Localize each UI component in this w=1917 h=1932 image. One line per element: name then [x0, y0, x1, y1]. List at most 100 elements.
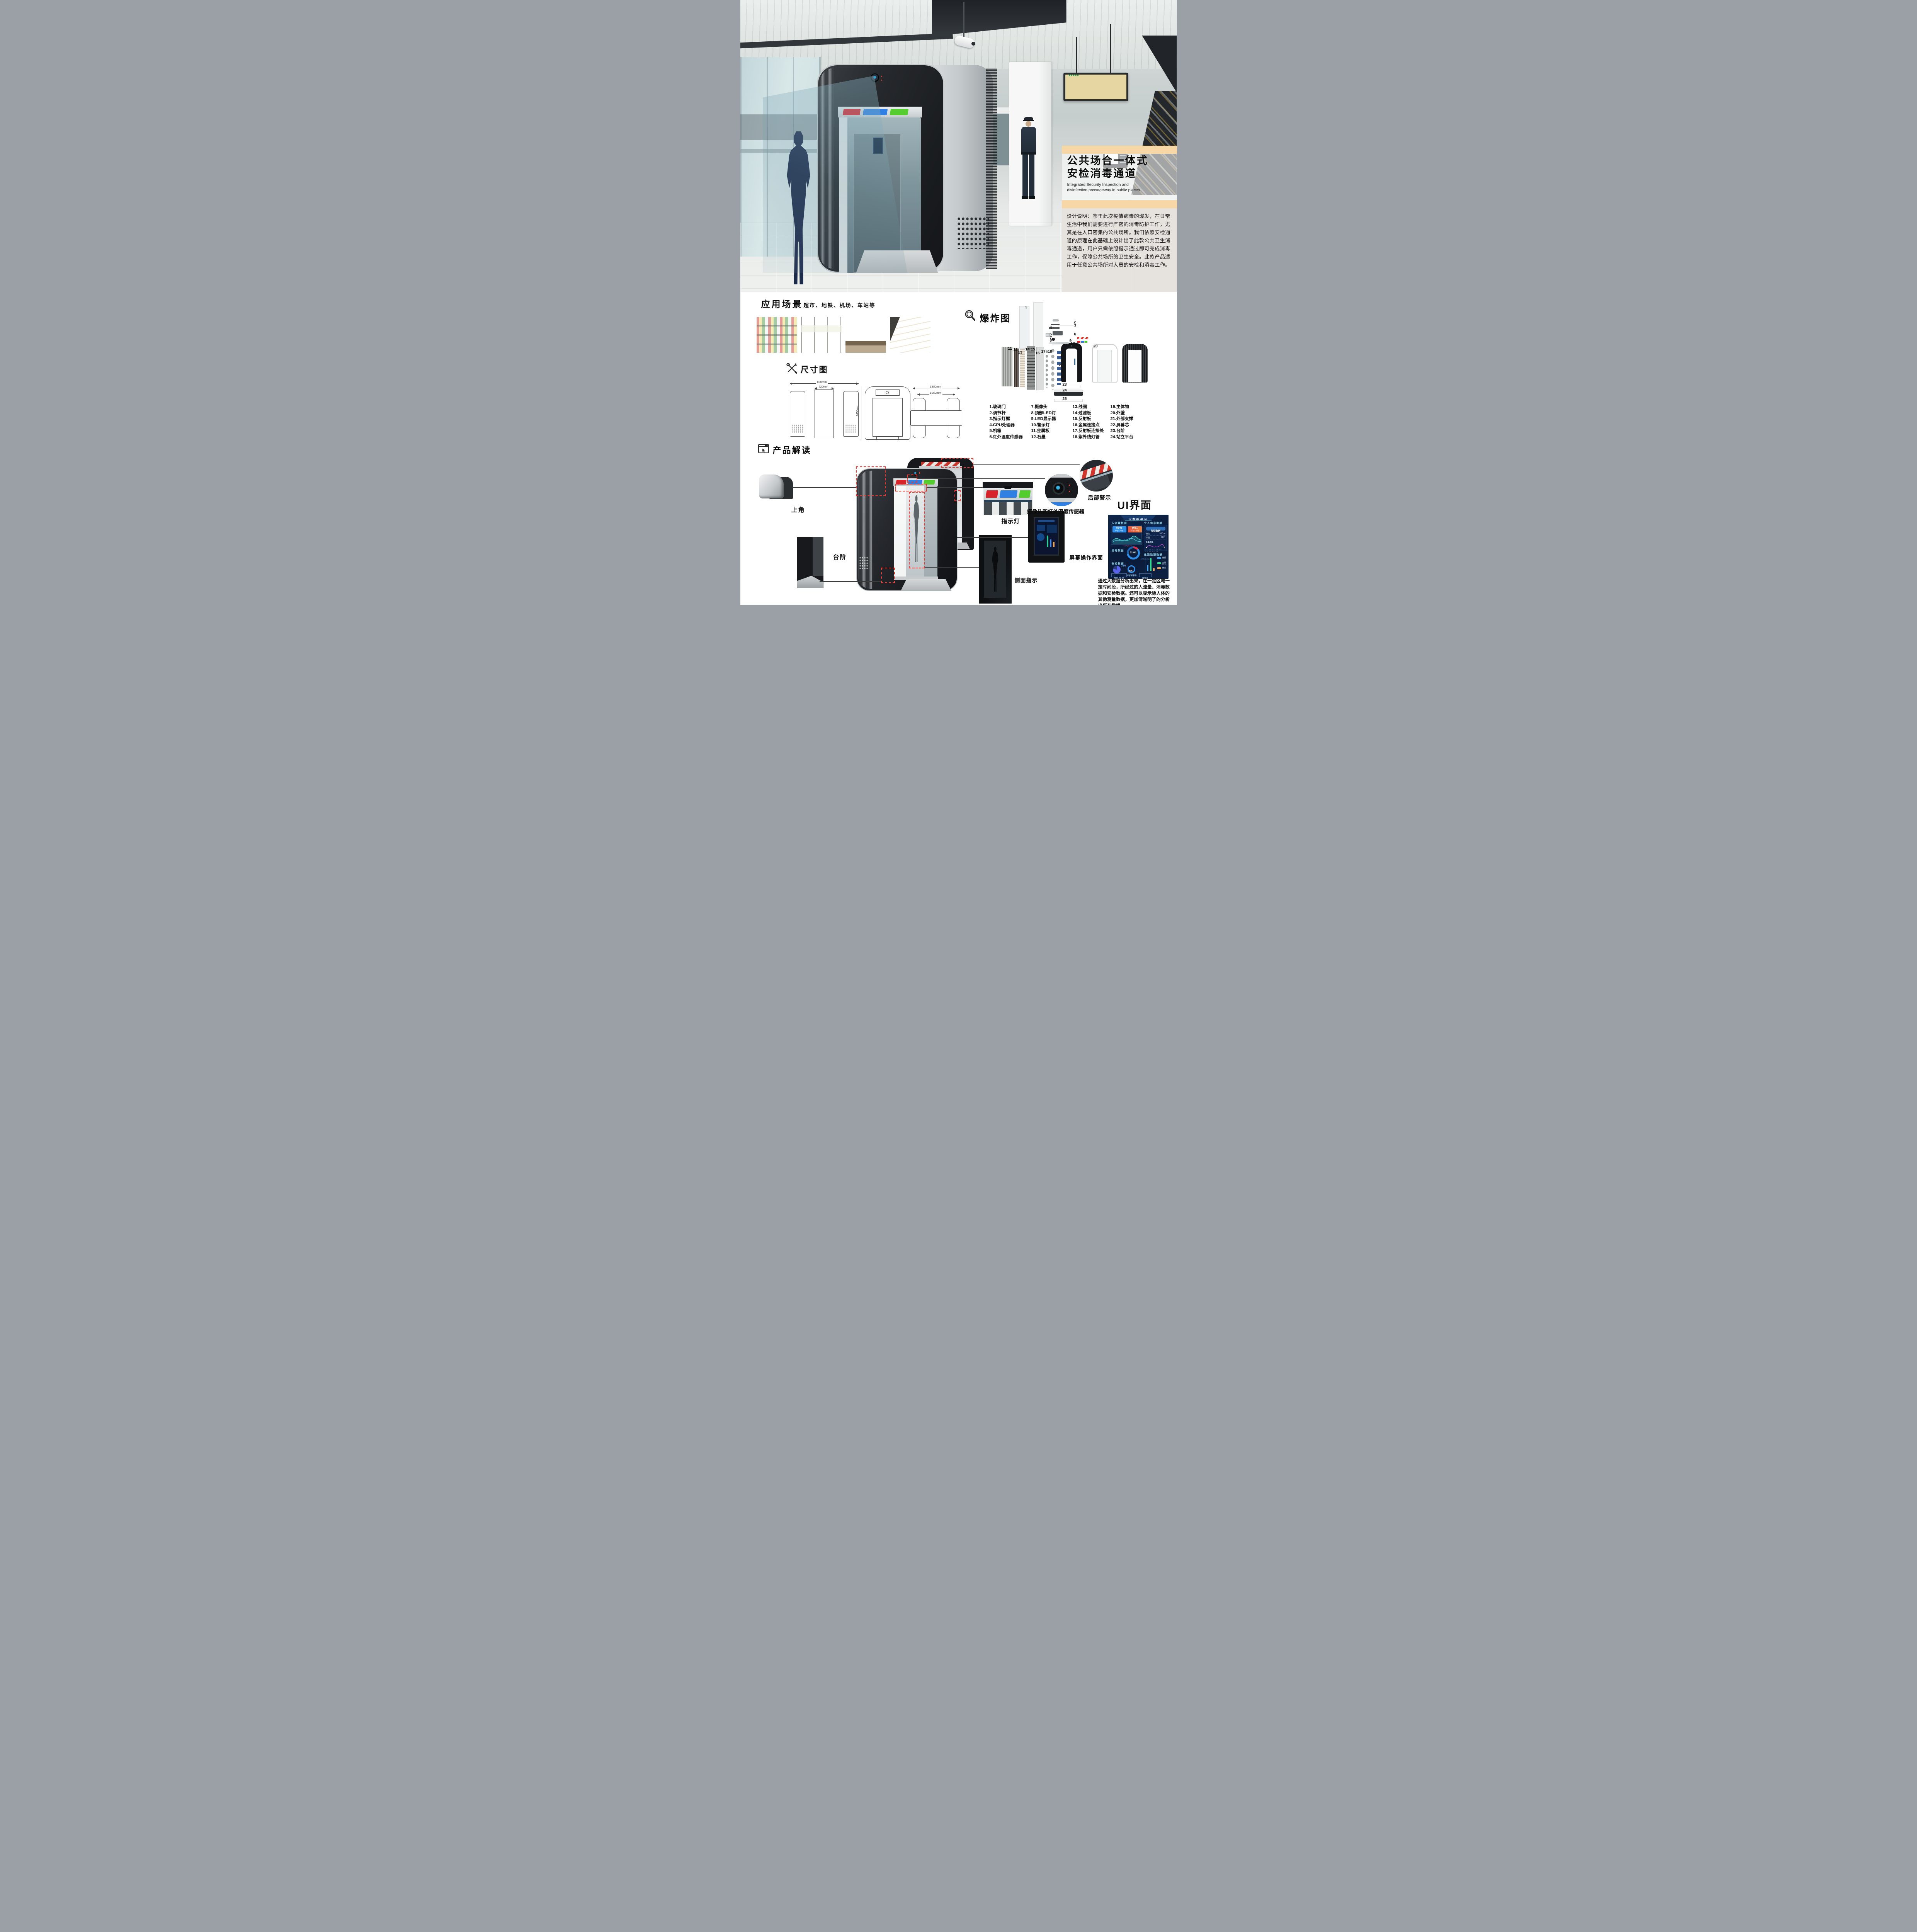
exploded-number: 2 — [1073, 320, 1076, 325]
design-description: 设计说明：鉴于此次疫情病毒的爆发，在日常生活中我们需要进行严密的消毒防护工作，尤… — [1061, 208, 1177, 292]
temp-monitor-title: 体温监测数据 — [1144, 554, 1163, 556]
callout-step: 台阶 — [833, 554, 847, 561]
connector-line — [927, 487, 983, 488]
guard-leg — [1029, 155, 1034, 196]
detail-step — [797, 537, 823, 588]
date-chip: 2020-03-20 — [1111, 573, 1127, 579]
part-label: 5.机箱 — [989, 429, 1002, 434]
accent-band-top — [1061, 146, 1177, 154]
part-case — [1045, 333, 1050, 337]
part-label: 11.金属板 — [1031, 429, 1050, 434]
highlight-side-figure — [908, 492, 925, 568]
step-base — [797, 576, 823, 588]
guard-head — [1025, 121, 1031, 127]
traffic-night-label: 21时—7时 — [1130, 530, 1139, 532]
part-step — [1055, 385, 1080, 388]
drawing-base — [876, 437, 899, 440]
exploded-number: 21 — [1124, 344, 1129, 349]
passage-glass-right — [924, 485, 937, 580]
bar-high — [1153, 568, 1155, 571]
part-adjust-rod — [1052, 319, 1059, 321]
security-percent: 78% — [1121, 565, 1126, 567]
callout-top-corner: 上角 — [791, 507, 805, 514]
exploded-number: 15 — [1031, 347, 1035, 352]
interpretation-heading: 产品解读 — [772, 446, 811, 455]
bar-normal — [1150, 558, 1152, 571]
ui-dashboard: 大数据平台 人流量数据 5546 8时—20时 8631 21时—7时 消毒数据… — [1108, 515, 1169, 579]
scenes-subheading: 超市、地铁、机场、车站等 — [803, 303, 876, 308]
part-label: 21.外部支撑 — [1110, 417, 1133, 422]
title-english: Integrated Security Inspection and disin… — [1067, 182, 1177, 193]
screen-donut — [1036, 533, 1044, 541]
title-en-line1: Integrated Security Inspection and — [1067, 182, 1129, 187]
booth-camera — [870, 73, 879, 82]
screen-bar — [1053, 542, 1055, 547]
callout-rear-warning: 后部警示 — [1088, 495, 1111, 501]
exploded-number: 24 — [1062, 388, 1067, 393]
indicator-top — [982, 482, 1033, 488]
exploded-number: 18 — [1048, 350, 1052, 354]
drawing-opening — [872, 398, 903, 437]
part-label: 20.外壁 — [1110, 410, 1125, 415]
drawing-column — [843, 391, 859, 437]
part-label: 14.过滤板 — [1072, 410, 1091, 415]
accent-band-bottom — [1061, 200, 1177, 208]
dim-2450: 2450mm — [855, 405, 859, 417]
part-label: 17.反射板连接处 — [1072, 429, 1104, 434]
exploded-number: 7 — [1050, 336, 1052, 340]
part-glass-door — [1033, 302, 1043, 351]
guard-belt — [1021, 152, 1036, 155]
disinfect-slice-label: 2472(40.6%) — [1123, 545, 1133, 547]
part-label: 3.指示灯框 — [989, 417, 1010, 422]
step-inner — [812, 537, 823, 576]
exploded-number: 5 — [1050, 332, 1052, 337]
legend-label: 正常 — [1162, 562, 1166, 564]
exploded-number: 25 — [1062, 397, 1067, 401]
connector-line — [924, 567, 979, 568]
part-glass-door — [1019, 306, 1029, 349]
guard-cap-brim — [1023, 120, 1034, 121]
detail-camera-sensor — [1044, 474, 1078, 506]
legend-swatch — [1157, 562, 1161, 564]
exploded-number: 3 — [1074, 323, 1077, 328]
part-metal-plate — [1001, 347, 1012, 386]
booth-front-brush — [820, 68, 834, 269]
callout-side: 侧面指示 — [1014, 577, 1038, 583]
part-reflector-joints — [1050, 348, 1056, 390]
height-value: 167cm — [1159, 532, 1165, 535]
region-select: 陕西省 — [1139, 573, 1152, 579]
part-label: 18.紫外线灯管 — [1072, 434, 1100, 439]
part-label: 7.摄像头 — [1031, 405, 1048, 409]
vent-perforation — [791, 424, 803, 433]
highlight-top-corner — [856, 466, 886, 496]
tools-icon — [786, 362, 798, 376]
render-camera — [912, 471, 918, 476]
airport-photo — [845, 317, 886, 353]
part-label: 16.金属连接点 — [1072, 422, 1100, 427]
render-vents — [859, 556, 869, 569]
temp-bar-chart — [1145, 556, 1155, 573]
indicator-columns — [984, 502, 1032, 515]
highlight-camera — [907, 474, 917, 483]
part-label: 13.线圈 — [1072, 405, 1087, 409]
disinfect-title: 消毒数据 — [1111, 549, 1124, 552]
title-block: 公共场合一体式 安检消毒通道 Integrated Security Inspe… — [1061, 154, 1177, 200]
exploded-number: 16 — [1035, 351, 1040, 355]
drawing-center-slab — [814, 389, 834, 438]
design-description-text: 设计说明：鉴于此次疫情病毒的爆发，在日常生活中我们需要进行严密的消毒防护工作，尤… — [1067, 213, 1170, 268]
dimension-heading: 尺寸图 — [800, 366, 828, 374]
part-label: 8.顶部LED灯 — [1031, 410, 1056, 415]
part-label: 2.调节杆 — [989, 410, 1006, 415]
dim-1050: 1050mm — [917, 391, 955, 396]
cctv-lens — [971, 42, 975, 46]
part-reflector-plate — [1036, 347, 1044, 390]
part-label: 10.警示灯 — [1031, 422, 1050, 427]
sign-led-text — [1068, 75, 1079, 76]
bar-low — [1146, 565, 1148, 571]
hanging-led-sign — [1063, 73, 1128, 101]
legend-swatch — [1157, 567, 1161, 569]
part-label: 24.站立平台 — [1110, 434, 1133, 439]
supermarket-photo — [756, 317, 797, 353]
part-camera-lens — [1051, 338, 1055, 341]
